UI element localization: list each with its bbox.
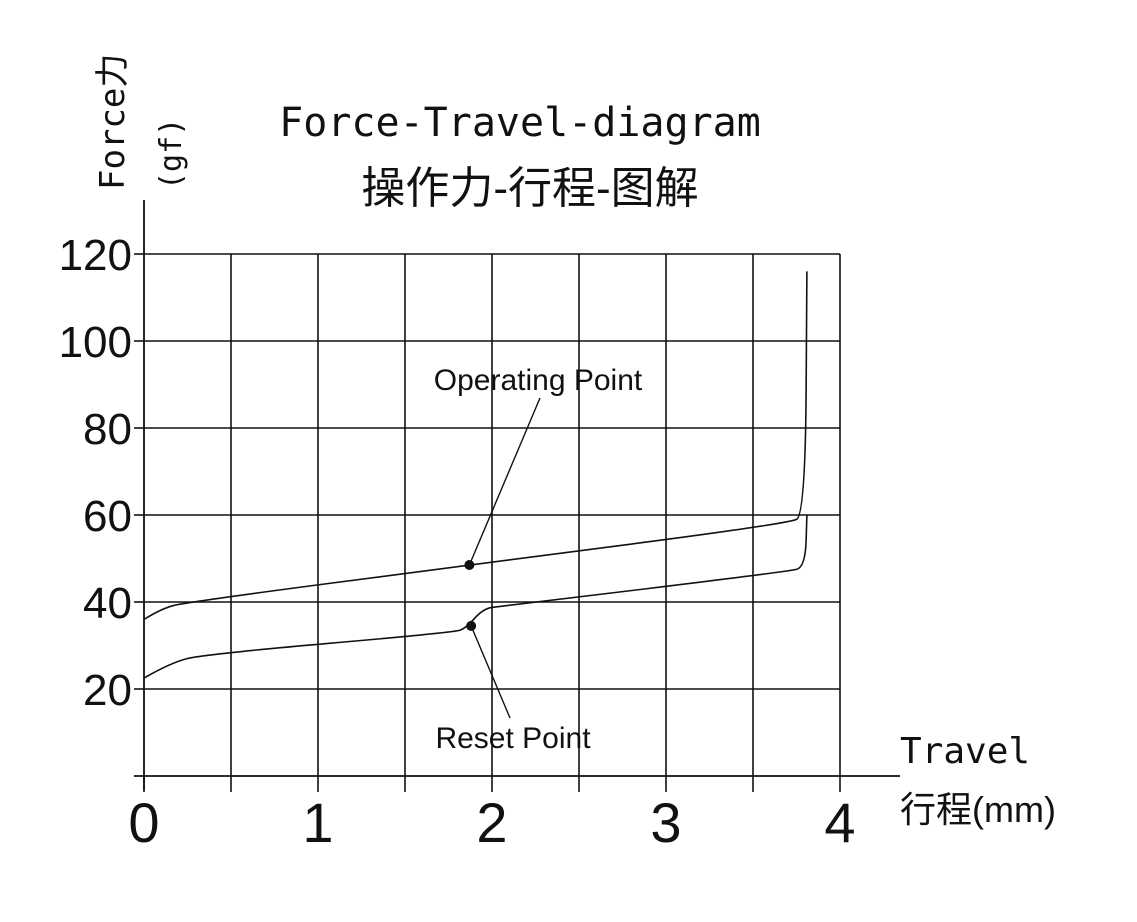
- y-tick-label: 100: [59, 318, 132, 367]
- annotation-leader-line: [470, 625, 511, 719]
- x-tick-label: 1: [302, 791, 333, 854]
- series-line-2: [143, 514, 808, 679]
- x-axis-unit: 行程(mm): [900, 789, 1056, 830]
- chart-title: Force-Travel-diagram: [279, 100, 761, 146]
- grid-lines: [134, 200, 900, 792]
- x-axis-label: Travel: [900, 731, 1030, 772]
- annotation-label: Operating Point: [434, 364, 643, 397]
- x-tick-label: 0: [128, 791, 159, 854]
- chart-subtitle: 操作力-行程-图解: [361, 164, 698, 213]
- annotation-marker: [464, 560, 475, 571]
- y-tick-label: 120: [59, 231, 132, 280]
- annotation-marker: [466, 620, 477, 631]
- x-tick-label: 3: [650, 791, 681, 854]
- annotation-label: Reset Point: [435, 722, 591, 755]
- x-tick-label: 2: [476, 791, 507, 854]
- y-tick-label: 40: [83, 579, 132, 628]
- y-tick-label: 20: [83, 666, 132, 715]
- tick-labels: 0 1 2 3 4 20 40 60 80 100 120: [59, 231, 856, 854]
- annotation-leader-line: [468, 397, 541, 566]
- y-tick-label: 60: [83, 492, 132, 541]
- series-layer: [143, 271, 808, 679]
- y-axis-label: Force力: [93, 54, 133, 190]
- y-axis-unit: (gf): [154, 118, 189, 190]
- x-tick-label: 4: [824, 791, 855, 854]
- y-tick-label: 80: [83, 405, 132, 454]
- series-line-1: [143, 271, 808, 621]
